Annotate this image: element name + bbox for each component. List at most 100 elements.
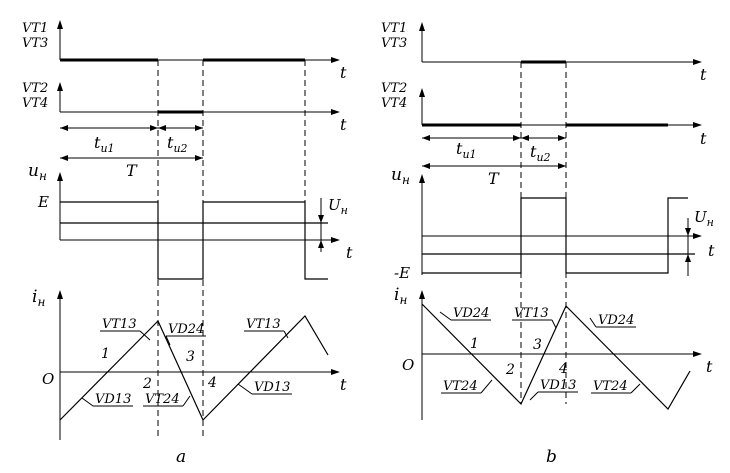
vt1-label: VT1 bbox=[381, 21, 407, 36]
vt13-time-label: t bbox=[340, 63, 347, 82]
i-axis-arrow-icon bbox=[57, 290, 63, 299]
segment-number-2: 2 bbox=[142, 376, 152, 392]
vd13-leader-1 bbox=[81, 397, 94, 407]
vt4-label: VT4 bbox=[22, 96, 48, 111]
vt24-axis-arrow-icon bbox=[419, 88, 425, 97]
u-axis-arrow-icon bbox=[57, 172, 63, 181]
period-left-arrow-icon bbox=[60, 155, 68, 161]
vt3-label: VT3 bbox=[22, 36, 48, 51]
u-average-label: Uн bbox=[694, 208, 714, 229]
vd13-current-label-2: VD13 bbox=[254, 380, 290, 395]
vt13-current-label-1: VT13 bbox=[102, 317, 137, 332]
vt24-current-label: VT24 bbox=[145, 392, 180, 407]
u-time-arrow-icon bbox=[693, 233, 702, 239]
i-time-arrow-icon bbox=[331, 369, 340, 375]
origin-label: O bbox=[402, 356, 414, 374]
vt13-leader-2 bbox=[283, 330, 289, 339]
u-load-label: uн bbox=[28, 161, 47, 183]
segment-number-1: 1 bbox=[101, 346, 110, 362]
vt2-label: VT2 bbox=[22, 81, 48, 96]
vt13-time-arrow-icon bbox=[331, 57, 340, 63]
vt13-current-label-2: VT13 bbox=[246, 317, 281, 332]
i-load-label: iн bbox=[394, 285, 407, 307]
vt24-leader-2 bbox=[630, 383, 641, 394]
panel-a: VT1 VT3 t VT2 VT4 t tu1 tu2 T uн bbox=[22, 20, 353, 467]
panel-b-caption: b bbox=[546, 447, 557, 467]
vt13-current-label: VT13 bbox=[514, 306, 549, 321]
vt13-time-arrow-icon bbox=[693, 59, 702, 65]
segment-number-3: 3 bbox=[533, 337, 542, 353]
minus-e-level-label: -E bbox=[394, 264, 410, 282]
period-label: T bbox=[488, 169, 500, 188]
tu2-left-arrow-icon bbox=[158, 125, 166, 131]
tu1-label: tu1 bbox=[456, 139, 477, 161]
tu1-right-arrow-icon bbox=[150, 125, 158, 131]
origin-label: O bbox=[42, 370, 54, 388]
vd24-current-label: VD24 bbox=[168, 322, 204, 337]
tu2-label: tu2 bbox=[530, 142, 551, 164]
period-right-arrow-icon bbox=[558, 163, 566, 169]
vt24-time-label: t bbox=[700, 129, 707, 148]
segment-number-1: 1 bbox=[470, 336, 479, 352]
vt13-leader-1 bbox=[139, 330, 151, 341]
tu2-right-arrow-icon bbox=[558, 135, 566, 141]
vt13-leader bbox=[551, 319, 557, 329]
vd24-current-label-1: VD24 bbox=[453, 306, 489, 321]
vt24-leader-1 bbox=[480, 379, 493, 394]
tu2-left-arrow-icon bbox=[521, 135, 529, 141]
u-time-arrow-icon bbox=[331, 237, 340, 243]
vd24-leader bbox=[165, 335, 171, 346]
u-time-label: t bbox=[708, 241, 715, 260]
vt4-label: VT4 bbox=[381, 96, 407, 111]
u-load-label: uн bbox=[391, 165, 410, 187]
vt13-time-label: t bbox=[700, 65, 707, 84]
vd13-leader-2 bbox=[237, 383, 253, 395]
vt24-time-arrow-icon bbox=[693, 122, 702, 128]
vd24-leader-2 bbox=[589, 317, 597, 328]
segment-number-4: 4 bbox=[558, 361, 568, 377]
e-level-label: E bbox=[37, 193, 49, 211]
vt24-current-label-1: VT24 bbox=[443, 379, 478, 394]
vd13-leader bbox=[529, 391, 539, 401]
vt24-time-label: t bbox=[340, 115, 347, 134]
vt1-label: VT1 bbox=[22, 21, 48, 36]
u-time-label: t bbox=[346, 243, 353, 262]
tu2-label: tu2 bbox=[167, 133, 188, 155]
u-average-top-arrow-icon bbox=[685, 228, 691, 236]
vt24-time-arrow-icon bbox=[331, 109, 340, 115]
vt13-axis-arrow-icon bbox=[57, 20, 63, 29]
i-axis-arrow-icon bbox=[419, 290, 425, 299]
u-average-bottom-arrow-icon bbox=[685, 254, 691, 262]
vd24-current-label-2: VD24 bbox=[598, 313, 634, 328]
panel-a-caption: a bbox=[176, 447, 186, 467]
vt13-axis-arrow-icon bbox=[419, 22, 425, 31]
vt24-leader bbox=[182, 395, 191, 407]
vd24-leader-1 bbox=[439, 311, 452, 321]
period-label: T bbox=[126, 161, 138, 180]
tu1-right-arrow-icon bbox=[513, 135, 521, 141]
vt2-label: VT2 bbox=[381, 81, 407, 96]
segment-number-3: 3 bbox=[186, 349, 195, 365]
vt24-axis-arrow-icon bbox=[57, 82, 63, 91]
period-left-arrow-icon bbox=[422, 163, 430, 169]
u-axis-arrow-icon bbox=[419, 174, 425, 183]
tu1-left-arrow-icon bbox=[60, 125, 68, 131]
u-average-bottom-arrow-icon bbox=[318, 240, 324, 248]
segment-number-2: 2 bbox=[505, 362, 515, 378]
u-average-top-arrow-icon bbox=[318, 215, 324, 223]
tu1-left-arrow-icon bbox=[422, 135, 430, 141]
segment-number-4: 4 bbox=[207, 375, 217, 391]
i-time-label: t bbox=[340, 375, 347, 394]
vt3-label: VT3 bbox=[381, 36, 407, 51]
u-average-label: Uн bbox=[328, 196, 348, 217]
i-time-arrow-icon bbox=[693, 351, 702, 357]
tu2-right-arrow-icon bbox=[195, 125, 203, 131]
vd13-current-label-1: VD13 bbox=[95, 392, 131, 407]
vt24-current-label-2: VT24 bbox=[593, 379, 628, 394]
panel-b: VT1 VT3 t VT2 VT4 t tu1 tu2 T uн bbox=[381, 21, 715, 467]
vd13-current-label: VD13 bbox=[540, 378, 576, 393]
tu1-label: tu1 bbox=[94, 133, 115, 155]
period-right-arrow-icon bbox=[195, 155, 203, 161]
i-load-label: iн bbox=[32, 287, 45, 309]
